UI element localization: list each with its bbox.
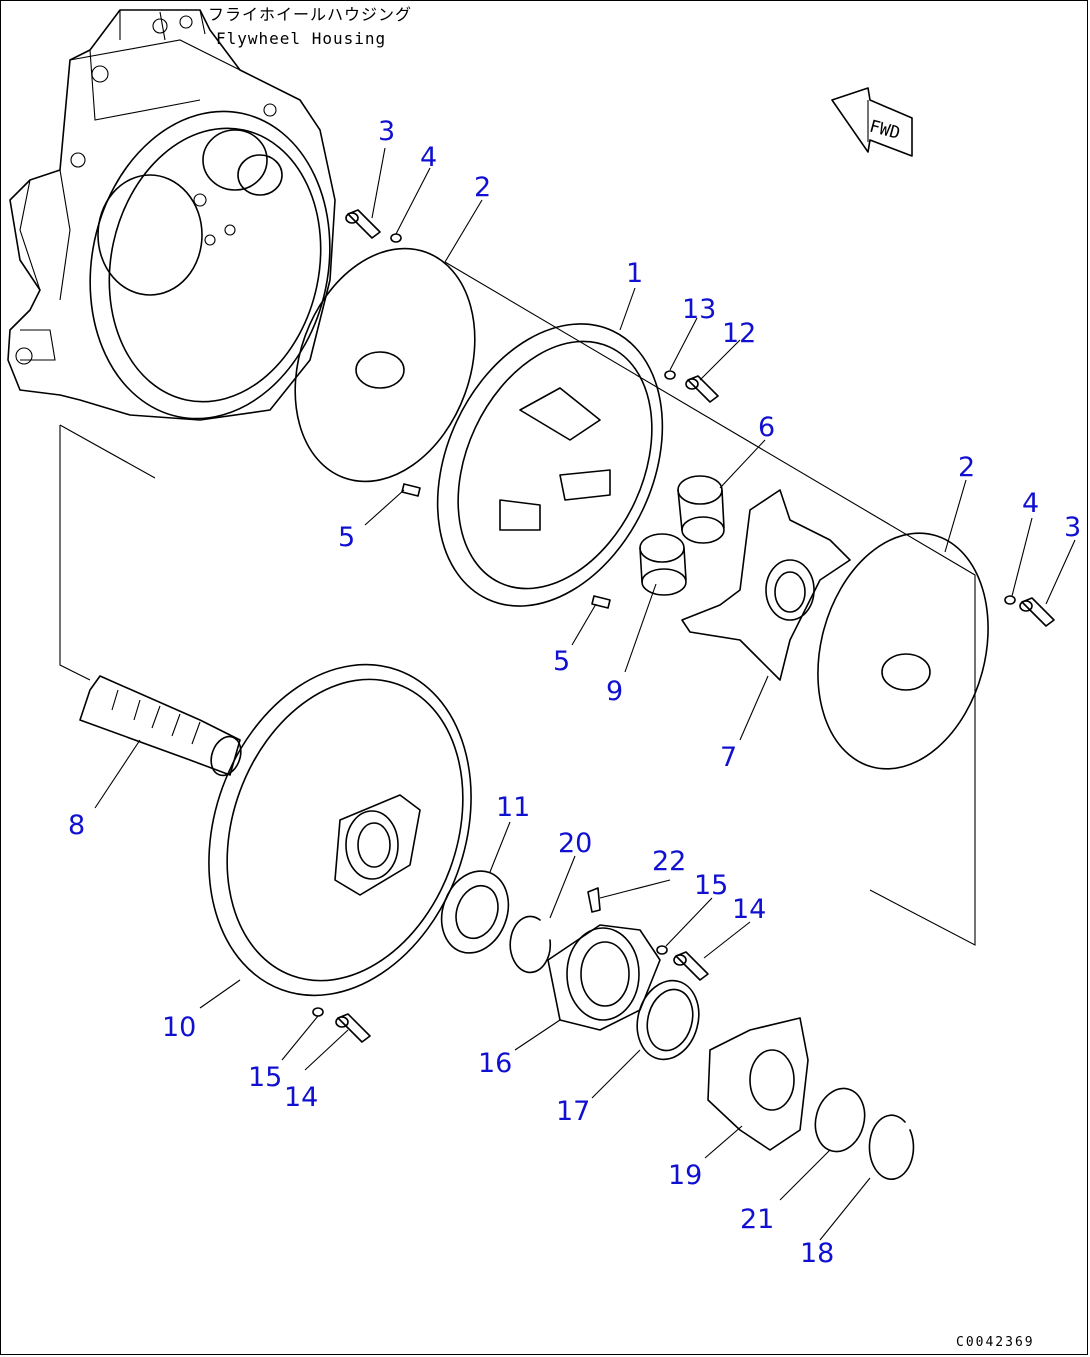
- shaft-8: [79, 675, 242, 777]
- washer-4-upper: [390, 233, 402, 243]
- callout-2-right: 2: [958, 452, 975, 483]
- callout-15-upper: 15: [694, 870, 728, 901]
- bolt-14-upper: [673, 951, 709, 981]
- callout-13: 13: [682, 294, 716, 325]
- callout-5-lower: 5: [553, 646, 570, 677]
- seal-17: [636, 979, 700, 1061]
- plate-2-left: [294, 247, 476, 483]
- leader-housing-top: [59, 424, 156, 479]
- grease-fitting-22: [587, 887, 601, 913]
- coupling-plate-1: [436, 323, 664, 607]
- callout-2-left: 2: [474, 172, 491, 203]
- title-japanese: フライホイールハウジング: [208, 5, 412, 24]
- drawing-code: C0042369: [956, 1335, 1035, 1350]
- callout-3-right: 3: [1064, 512, 1081, 543]
- callout-14-lower: 14: [284, 1082, 318, 1113]
- callout-19: 19: [668, 1160, 702, 1191]
- spider-7: [681, 489, 851, 681]
- flywheel-housing: [7, 9, 336, 421]
- washer-4-right: [1004, 595, 1016, 605]
- callout-11: 11: [496, 792, 530, 823]
- pin-5-upper: [401, 483, 421, 497]
- washer-13: [664, 370, 676, 380]
- callout-leaders: [94, 147, 1076, 1241]
- callout-14-upper: 14: [732, 894, 766, 925]
- callout-21: 18: [800, 1238, 834, 1269]
- washer-15-lower: [312, 1007, 324, 1017]
- leader-housing-shaft: [59, 425, 91, 681]
- callout-1: 1: [626, 258, 643, 289]
- cage-19: [707, 1017, 809, 1151]
- callout-16: 16: [478, 1048, 512, 1079]
- snap-ring-21: [868, 1114, 915, 1180]
- bolt-12: [685, 375, 719, 403]
- callout-3-upper: 3: [378, 116, 395, 147]
- callout-9: 9: [606, 676, 623, 707]
- callout-15-lower: 15: [248, 1062, 282, 1093]
- callout-4-upper: 4: [420, 142, 437, 173]
- leader-axis-line: [444, 261, 976, 946]
- callout-10: 10: [162, 1012, 196, 1043]
- callout-7: 7: [720, 742, 737, 773]
- callout-5-upper: 5: [338, 522, 355, 553]
- callout-12: 12: [722, 318, 756, 349]
- callout-4-right: 4: [1022, 488, 1039, 519]
- callout-6: 6: [758, 412, 775, 443]
- callout-18: 20: [558, 828, 592, 859]
- bolt-3-upper: [345, 209, 381, 239]
- plate-2-right: [817, 532, 989, 770]
- callout-20: 21: [740, 1204, 774, 1235]
- callout-17: 17: [556, 1096, 590, 1127]
- bearing-housing-16: [547, 924, 661, 1031]
- title-english: Flywheel Housing: [216, 29, 386, 48]
- callout-22: 22: [652, 846, 686, 877]
- snap-ring-18: [509, 915, 552, 974]
- fwd-arrow-icon: [831, 87, 913, 157]
- bushing-9: [639, 533, 687, 596]
- pin-5-lower: [591, 595, 611, 609]
- bearing-11: [440, 870, 510, 954]
- callout-8: 8: [68, 810, 85, 841]
- bushing-6: [677, 475, 725, 544]
- callout-numbers: 3 4 2 1 13 12 6 2 4 3 5 5 9 7 8 11 20 22…: [68, 116, 1081, 1269]
- washer-15-upper: [656, 945, 668, 955]
- bolt-3-right: [1019, 597, 1055, 627]
- flywheel-10: [208, 663, 472, 997]
- fwd-label: FWD: [867, 117, 902, 144]
- cap-20: [814, 1087, 866, 1153]
- bolt-14-lower: [335, 1013, 371, 1043]
